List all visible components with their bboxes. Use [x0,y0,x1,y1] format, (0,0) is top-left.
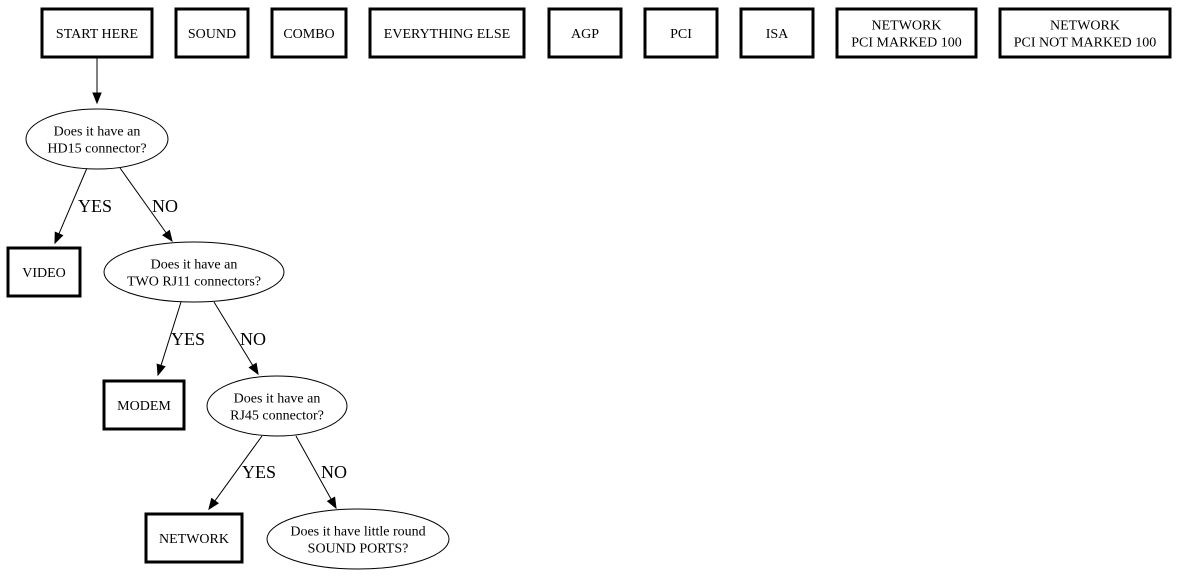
legend-box-box [368,7,526,59]
result-box-label-line: MODEM [117,399,171,414]
edge-line [160,301,182,366]
edge-label-yes: YES [171,329,205,349]
question-label-line: SOUND PORTS? [308,542,409,557]
result-box-label-line: VIDEO [22,266,66,281]
question-label-line: TWO RJ11 connectors? [127,275,261,290]
edge-q-hd15-to-q-rj11 [119,167,173,243]
edge-line [213,301,254,366]
question-label-line: Does it have an [151,258,238,273]
result-box-box [6,246,82,298]
edge-label-no: NO [321,462,347,482]
legend-box-label-line: NETWORK [1050,19,1120,34]
edge-label-yes: YES [242,462,276,482]
edge-labels-layer: YES NO YES NO YES NO [78,196,347,482]
legend-box-label-line: START HERE [56,27,138,42]
edge-label-no: NO [152,196,178,216]
question-label-line: HD15 connector? [47,142,146,157]
edge-q-rj45-to-q-sound [295,435,337,510]
legend-box-pci: PCI [643,7,719,59]
arrow-head [92,92,102,105]
legend-box-label-line: SOUND [188,27,236,42]
question-ellipse [103,241,285,303]
legend-box-isa: ISA [739,7,815,59]
edge-q-rj45-to-network [208,435,263,511]
legend-box-label-line: PCI NOT MARKED 100 [1014,36,1156,51]
legend-box-box [643,7,719,59]
edge-label-yes: YES [78,196,112,216]
arrow-head [326,496,337,510]
legend-box-combo: COMBO [270,7,348,59]
legend-box-box [174,7,250,59]
question-ellipse [25,108,169,170]
legend-box-box [40,7,154,59]
edge-q-hd15-to-video [54,167,88,245]
nodes-layer: START HERE SOUND COMBO EVERYTHING ELSE AGP PC… [6,7,1172,570]
legend-box-start: START HERE [40,7,154,59]
arrow-head [208,497,220,511]
question-label-line: Does it have little round [290,525,425,540]
edges-layer [54,57,337,511]
question-label-line: Does it have an [234,392,321,407]
edge-line [119,167,167,234]
result-box-box [102,379,186,431]
legend-box-agp: AGP [547,7,623,59]
legend-box-box [835,7,978,59]
legend-box-label-line: AGP [571,27,599,42]
legend-box-label-line: PCI MARKED 100 [851,36,961,51]
legend-box-box [739,7,815,59]
legend-box-box [270,7,348,59]
arrow-head [156,363,166,377]
result-box-label-line: NETWORK [159,532,229,547]
legend-box-box [998,7,1172,59]
result-box-video: VIDEO [6,246,82,298]
question-q-hd15: Does it have an HD15 connector? [25,108,169,170]
legend-box-everything-else: EVERYTHING ELSE [368,7,526,59]
arrow-head [162,229,173,243]
question-label-line: Does it have an [54,125,141,140]
result-box-modem: MODEM [102,379,186,431]
legend-box-label-line: NETWORK [872,19,942,34]
question-ellipse [266,508,450,570]
edge-start-to-q-hd15 [92,57,102,105]
result-box-box [144,512,244,564]
arrow-head [248,362,259,376]
edge-line [295,435,332,500]
legend-box-box [547,7,623,59]
edge-q-rj11-to-modem [156,301,182,377]
legend-box-label-line: EVERYTHING ELSE [384,27,510,42]
edge-line [214,435,263,502]
legend-box-sound: SOUND [174,7,250,59]
question-label-line: RJ45 connector? [230,409,324,424]
legend-box-network-pci-100: NETWORK PCI MARKED 100 [835,7,978,59]
result-box-network: NETWORK [144,512,244,564]
arrow-head [54,231,64,245]
edge-line [58,167,88,234]
question-ellipse [206,375,348,437]
question-q-rj11: Does it have an TWO RJ11 connectors? [103,241,285,303]
legend-box-network-pci-not-100: NETWORK PCI NOT MARKED 100 [998,7,1172,59]
question-q-rj45: Does it have an RJ45 connector? [206,375,348,437]
legend-box-label-line: PCI [670,27,692,42]
legend-box-label-line: ISA [766,27,789,42]
edge-q-rj11-to-q-rj45 [213,301,259,376]
edge-label-no: NO [240,329,266,349]
legend-box-label-line: COMBO [283,27,334,42]
